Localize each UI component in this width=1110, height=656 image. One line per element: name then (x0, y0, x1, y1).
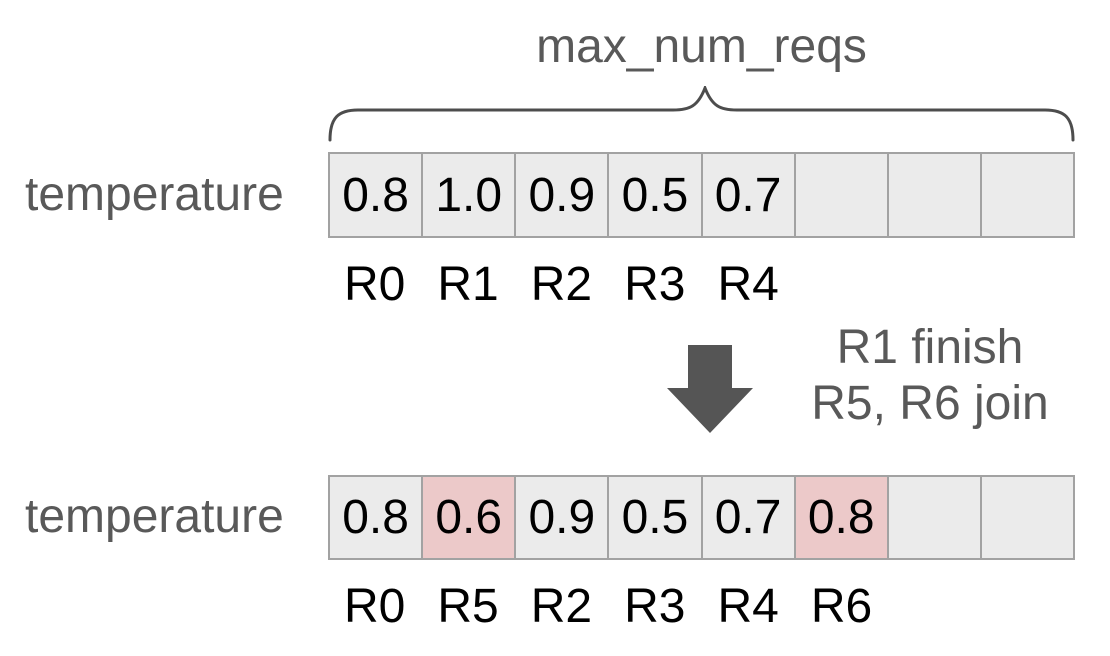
array-cell (979, 477, 1073, 558)
request-labels-after: R0 R5 R2 R3 R4 R6 (328, 582, 1075, 632)
max-num-reqs-label: max_num_reqs (536, 20, 867, 73)
array-cell (979, 154, 1073, 236)
transition-line-1: R1 finish (836, 321, 1024, 374)
array-cell (793, 154, 887, 236)
array-cell: 1.0 (421, 154, 515, 236)
array-cell: 0.5 (607, 477, 701, 558)
request-label (888, 260, 981, 310)
temperature-label-after: temperature (25, 490, 284, 543)
request-label: R2 (530, 258, 593, 311)
request-label: R3 (624, 258, 686, 311)
array-cell: 0.8 (330, 154, 422, 236)
request-label: R0 (344, 258, 406, 311)
request-label: R4 (717, 580, 779, 633)
request-label (982, 582, 1075, 632)
request-label: R2 (530, 580, 593, 633)
down-arrow-icon (667, 345, 753, 433)
temperature-array-after: 0.8 0.6 0.9 0.5 0.7 0.8 (328, 475, 1075, 560)
request-label: R5 (437, 580, 499, 633)
transition-line-2: R5, R6 join (811, 377, 1049, 430)
curly-brace-icon (328, 86, 1075, 142)
request-label: R1 (437, 258, 499, 311)
array-cell: 0.7 (700, 154, 794, 236)
temperature-array-before: 0.8 1.0 0.9 0.5 0.7 (328, 152, 1075, 238)
request-labels-before: R0 R1 R2 R3 R4 (328, 260, 1075, 310)
array-cell: 0.7 (700, 477, 794, 558)
array-cell: 0.9 (514, 477, 608, 558)
request-label: R0 (344, 580, 406, 633)
request-label: R3 (624, 580, 686, 633)
request-label (888, 582, 981, 632)
array-cell: 0.5 (607, 154, 701, 236)
request-label (982, 260, 1075, 310)
request-label (795, 260, 888, 310)
transition-caption: R1 finish R5, R6 join (790, 320, 1070, 432)
array-cell (886, 154, 980, 236)
request-label: R6 (810, 580, 873, 633)
array-cell: 0.8 (793, 477, 887, 558)
array-cell: 0.8 (330, 477, 422, 558)
array-cell: 0.6 (421, 477, 515, 558)
request-label: R4 (717, 258, 779, 311)
array-cell (886, 477, 980, 558)
temperature-label-before: temperature (25, 168, 284, 221)
array-cell: 0.9 (514, 154, 608, 236)
